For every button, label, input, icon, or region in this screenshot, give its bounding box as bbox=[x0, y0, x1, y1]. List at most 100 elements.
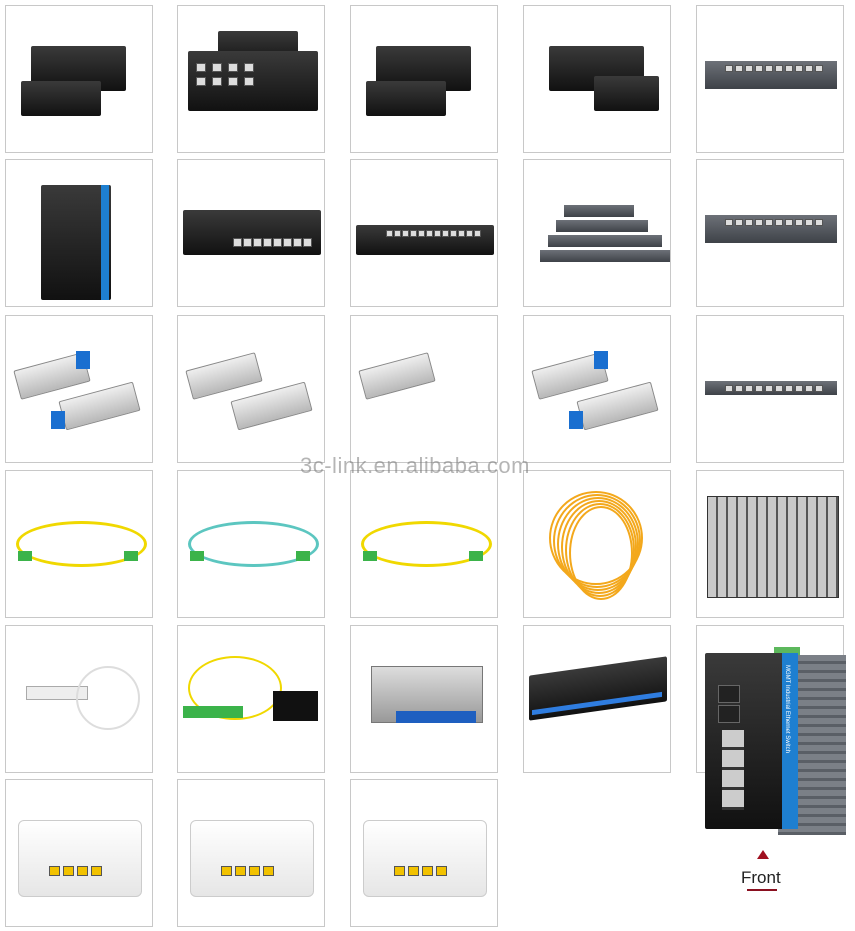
lan-port bbox=[263, 866, 274, 876]
product-fiber-switch[interactable] bbox=[177, 159, 325, 307]
latch bbox=[76, 351, 90, 369]
product-patch-cord-aqua[interactable] bbox=[177, 470, 325, 618]
port bbox=[735, 385, 743, 392]
front-underline bbox=[747, 889, 777, 891]
port bbox=[293, 238, 302, 247]
product-plc-splitter-cassette[interactable] bbox=[350, 625, 498, 773]
port bbox=[228, 77, 238, 86]
port bbox=[434, 230, 441, 237]
port bbox=[745, 219, 753, 226]
product-rack-switch[interactable] bbox=[696, 159, 844, 307]
product-xfp[interactable] bbox=[350, 315, 498, 463]
onu-body bbox=[18, 820, 142, 897]
device-body bbox=[705, 381, 837, 395]
product-media-converter[interactable] bbox=[5, 5, 153, 153]
product-switch-desktop[interactable] bbox=[177, 5, 325, 153]
port bbox=[212, 63, 222, 72]
port bbox=[410, 230, 417, 237]
port bbox=[244, 77, 254, 86]
product-plc-splitter-tube[interactable] bbox=[5, 625, 153, 773]
fiber-port-g2 bbox=[718, 685, 740, 703]
port bbox=[263, 238, 272, 247]
transceiver bbox=[185, 352, 263, 400]
product-switch-24[interactable] bbox=[350, 159, 498, 307]
cable bbox=[16, 521, 147, 567]
connector bbox=[190, 551, 204, 561]
fibers bbox=[76, 666, 140, 730]
port bbox=[303, 238, 312, 247]
product-patch-cord-yellow[interactable] bbox=[350, 470, 498, 618]
port bbox=[795, 65, 803, 72]
product-olt-chassis[interactable] bbox=[696, 470, 844, 618]
port bbox=[745, 385, 753, 392]
device-body bbox=[556, 220, 648, 232]
port bbox=[212, 77, 222, 86]
brand-stripe bbox=[782, 653, 798, 829]
product-sfp-pair-blue[interactable] bbox=[523, 315, 671, 463]
port bbox=[765, 65, 773, 72]
product-onu-4port-catv[interactable] bbox=[350, 779, 498, 927]
port bbox=[196, 63, 206, 72]
port bbox=[442, 230, 449, 237]
port bbox=[402, 230, 409, 237]
cable bbox=[361, 521, 492, 567]
connector bbox=[124, 551, 138, 561]
connectors bbox=[183, 706, 243, 718]
lan-port bbox=[49, 866, 60, 876]
product-onu-4port[interactable] bbox=[5, 779, 153, 927]
device-body bbox=[188, 51, 318, 111]
fibers bbox=[188, 656, 282, 720]
product-onu-router[interactable] bbox=[177, 779, 325, 927]
port bbox=[755, 385, 763, 392]
front-label: Front bbox=[741, 868, 781, 887]
port bbox=[253, 238, 262, 247]
product-rack-switch-thin[interactable] bbox=[696, 315, 844, 463]
product-fanout-cable[interactable] bbox=[523, 470, 671, 618]
port bbox=[233, 238, 242, 247]
rj45-ports bbox=[722, 730, 744, 810]
switch-front-panel bbox=[705, 653, 787, 829]
port bbox=[765, 385, 773, 392]
device-body bbox=[183, 210, 321, 255]
port bbox=[815, 219, 823, 226]
product-rack-switch[interactable] bbox=[696, 5, 844, 153]
latch bbox=[569, 411, 583, 429]
product-patch-panel[interactable] bbox=[523, 625, 671, 773]
port bbox=[474, 230, 481, 237]
watermark: 3c-link.en.alibaba.com bbox=[300, 453, 530, 478]
port bbox=[785, 219, 793, 226]
lan-port bbox=[408, 866, 419, 876]
port bbox=[725, 65, 733, 72]
port bbox=[244, 63, 254, 72]
port bbox=[458, 230, 465, 237]
port bbox=[775, 65, 783, 72]
latch bbox=[51, 411, 65, 429]
port bbox=[466, 230, 473, 237]
port bbox=[805, 65, 813, 72]
transceiver bbox=[576, 381, 659, 431]
device-body bbox=[21, 81, 101, 116]
product-sfp-pair-blue[interactable] bbox=[5, 315, 153, 463]
port bbox=[418, 230, 425, 237]
product-media-converter-pair[interactable] bbox=[523, 5, 671, 153]
chassis bbox=[707, 496, 839, 598]
product-plc-splitter-box[interactable] bbox=[177, 625, 325, 773]
port bbox=[725, 385, 733, 392]
product-media-converter[interactable] bbox=[350, 5, 498, 153]
product-sfp-pair[interactable] bbox=[177, 315, 325, 463]
port bbox=[273, 238, 282, 247]
product-industrial-switch[interactable] bbox=[5, 159, 153, 307]
product-patch-cord-yellow[interactable] bbox=[5, 470, 153, 618]
transceiver bbox=[58, 381, 141, 431]
port bbox=[228, 63, 238, 72]
transceiver bbox=[358, 352, 436, 400]
lan-port bbox=[249, 866, 260, 876]
splitter bbox=[273, 691, 318, 721]
product-switch-stack[interactable] bbox=[523, 159, 671, 307]
port bbox=[785, 385, 793, 392]
port bbox=[805, 219, 813, 226]
device-body bbox=[41, 185, 111, 300]
cable bbox=[188, 521, 319, 567]
cable bbox=[569, 506, 633, 600]
featured-industrial-switch: MGMT Industrial Ethernet Switch bbox=[696, 625, 855, 931]
